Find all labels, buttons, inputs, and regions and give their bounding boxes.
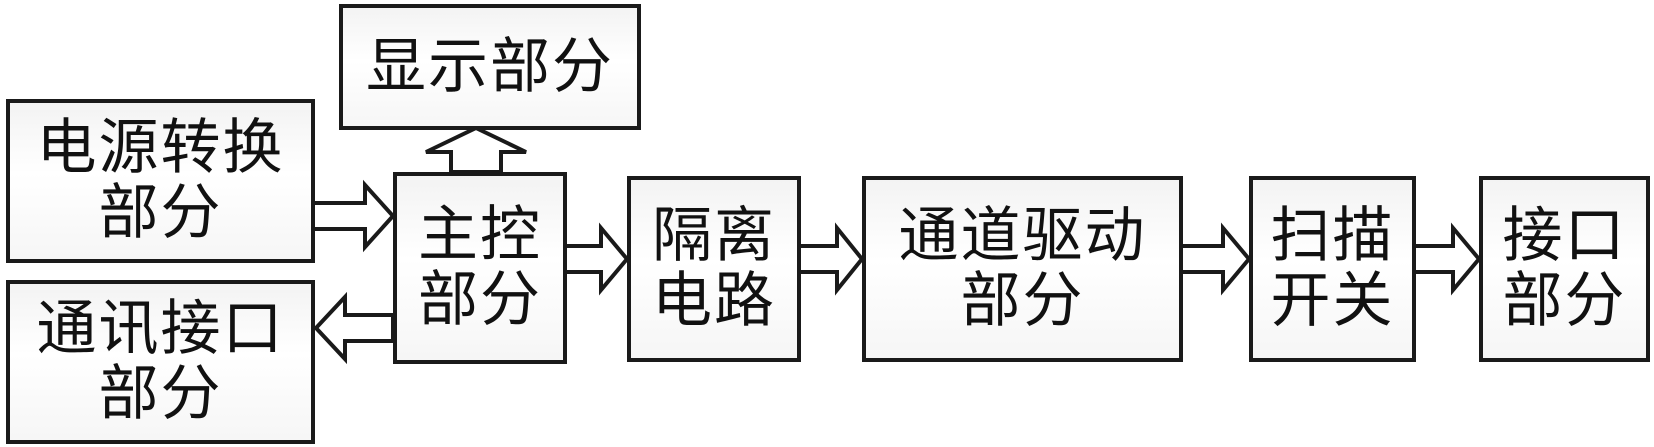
display-block: 显示部分 (339, 4, 641, 130)
arrow-channel-to-scan (1179, 222, 1252, 296)
power-conversion-block-line2: 部分 (98, 178, 223, 248)
interface-block-line1: 接口 (1502, 201, 1627, 272)
arrow-master-to-comm (313, 291, 395, 365)
channel-driver-block-line2: 部分 (960, 266, 1085, 336)
channel-driver-block: 通道驱动 部分 (862, 176, 1183, 362)
interface-block-line2: 部分 (1502, 266, 1627, 336)
arrow-master-to-display (425, 125, 527, 174)
isolation-circuit-block-line2: 电路 (652, 266, 776, 336)
display-block-line1: 显示部分 (366, 31, 614, 102)
isolation-circuit-block: 隔离 电路 (627, 176, 801, 362)
comm-interface-block-line2: 部分 (98, 359, 223, 429)
scan-switch-block: 扫描 开关 (1249, 176, 1416, 362)
arrow-master-to-isolation (563, 222, 630, 296)
arrow-power-to-master (311, 179, 396, 253)
isolation-circuit-block-line1: 隔离 (652, 201, 776, 272)
scan-switch-block-line1: 扫描 (1270, 201, 1395, 272)
power-conversion-block-line1: 电源转换 (36, 113, 285, 184)
master-control-block-line1: 主控 (418, 200, 542, 271)
interface-block: 接口 部分 (1479, 176, 1650, 362)
master-control-block-line2: 部分 (418, 265, 542, 335)
master-control-block: 主控 部分 (393, 172, 567, 364)
power-conversion-block: 电源转换 部分 (6, 99, 315, 263)
arrow-isolation-to-channel (797, 222, 865, 296)
comm-interface-block-line1: 通讯接口 (36, 294, 285, 365)
channel-driver-block-line1: 通道驱动 (898, 201, 1147, 272)
comm-interface-block: 通讯接口 部分 (6, 280, 315, 444)
arrow-scan-to-interface (1412, 222, 1482, 296)
scan-switch-block-line2: 开关 (1270, 266, 1395, 336)
